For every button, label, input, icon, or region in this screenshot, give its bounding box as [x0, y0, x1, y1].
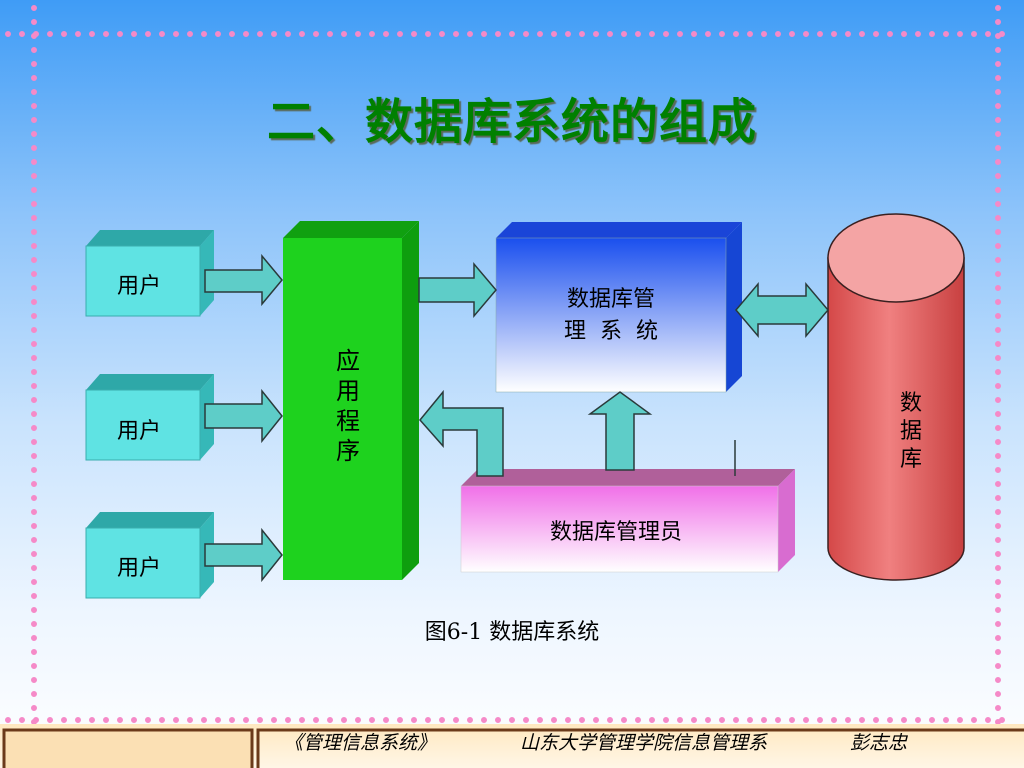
user-label-2: 用户 — [117, 419, 162, 444]
footer-author: 彭志忠 — [850, 732, 908, 754]
dotted-border — [5, 5, 1019, 763]
dba-box — [460, 469, 795, 573]
arrow-dba-to-dbms — [587, 391, 653, 471]
footer-bar — [0, 724, 1024, 768]
user-label-1: 用户 — [117, 274, 162, 299]
user-box-2 — [85, 374, 214, 461]
database-label: 数据库 — [899, 391, 922, 472]
database-cylinder — [827, 213, 965, 581]
application-box — [283, 221, 419, 580]
arrow-dbms-db-bidirectional — [735, 281, 829, 339]
arrow-user3-to-app — [204, 527, 283, 583]
dba-label: 数据库管理员 — [549, 520, 682, 545]
figure-caption: 图6-1 数据库系统 — [424, 620, 600, 645]
footer-course: 《管理信息系统》 — [284, 732, 437, 754]
arrow-app-to-dbms — [418, 261, 497, 319]
arrows — [204, 253, 829, 583]
footer-institution: 山东大学管理学院信息管理系 — [520, 732, 768, 754]
arrow-user1-to-app — [204, 253, 283, 307]
slide-title: 二、数据库系统的组成 — [266, 94, 757, 150]
dbms-label: 数据库管 理 系 统 — [564, 287, 658, 344]
user-label-3: 用户 — [117, 556, 162, 581]
arrow-dba-to-app — [419, 389, 504, 477]
arrow-user2-to-app — [204, 388, 283, 444]
application-label: 应用程序 — [336, 347, 360, 465]
dbms-box — [495, 222, 742, 393]
